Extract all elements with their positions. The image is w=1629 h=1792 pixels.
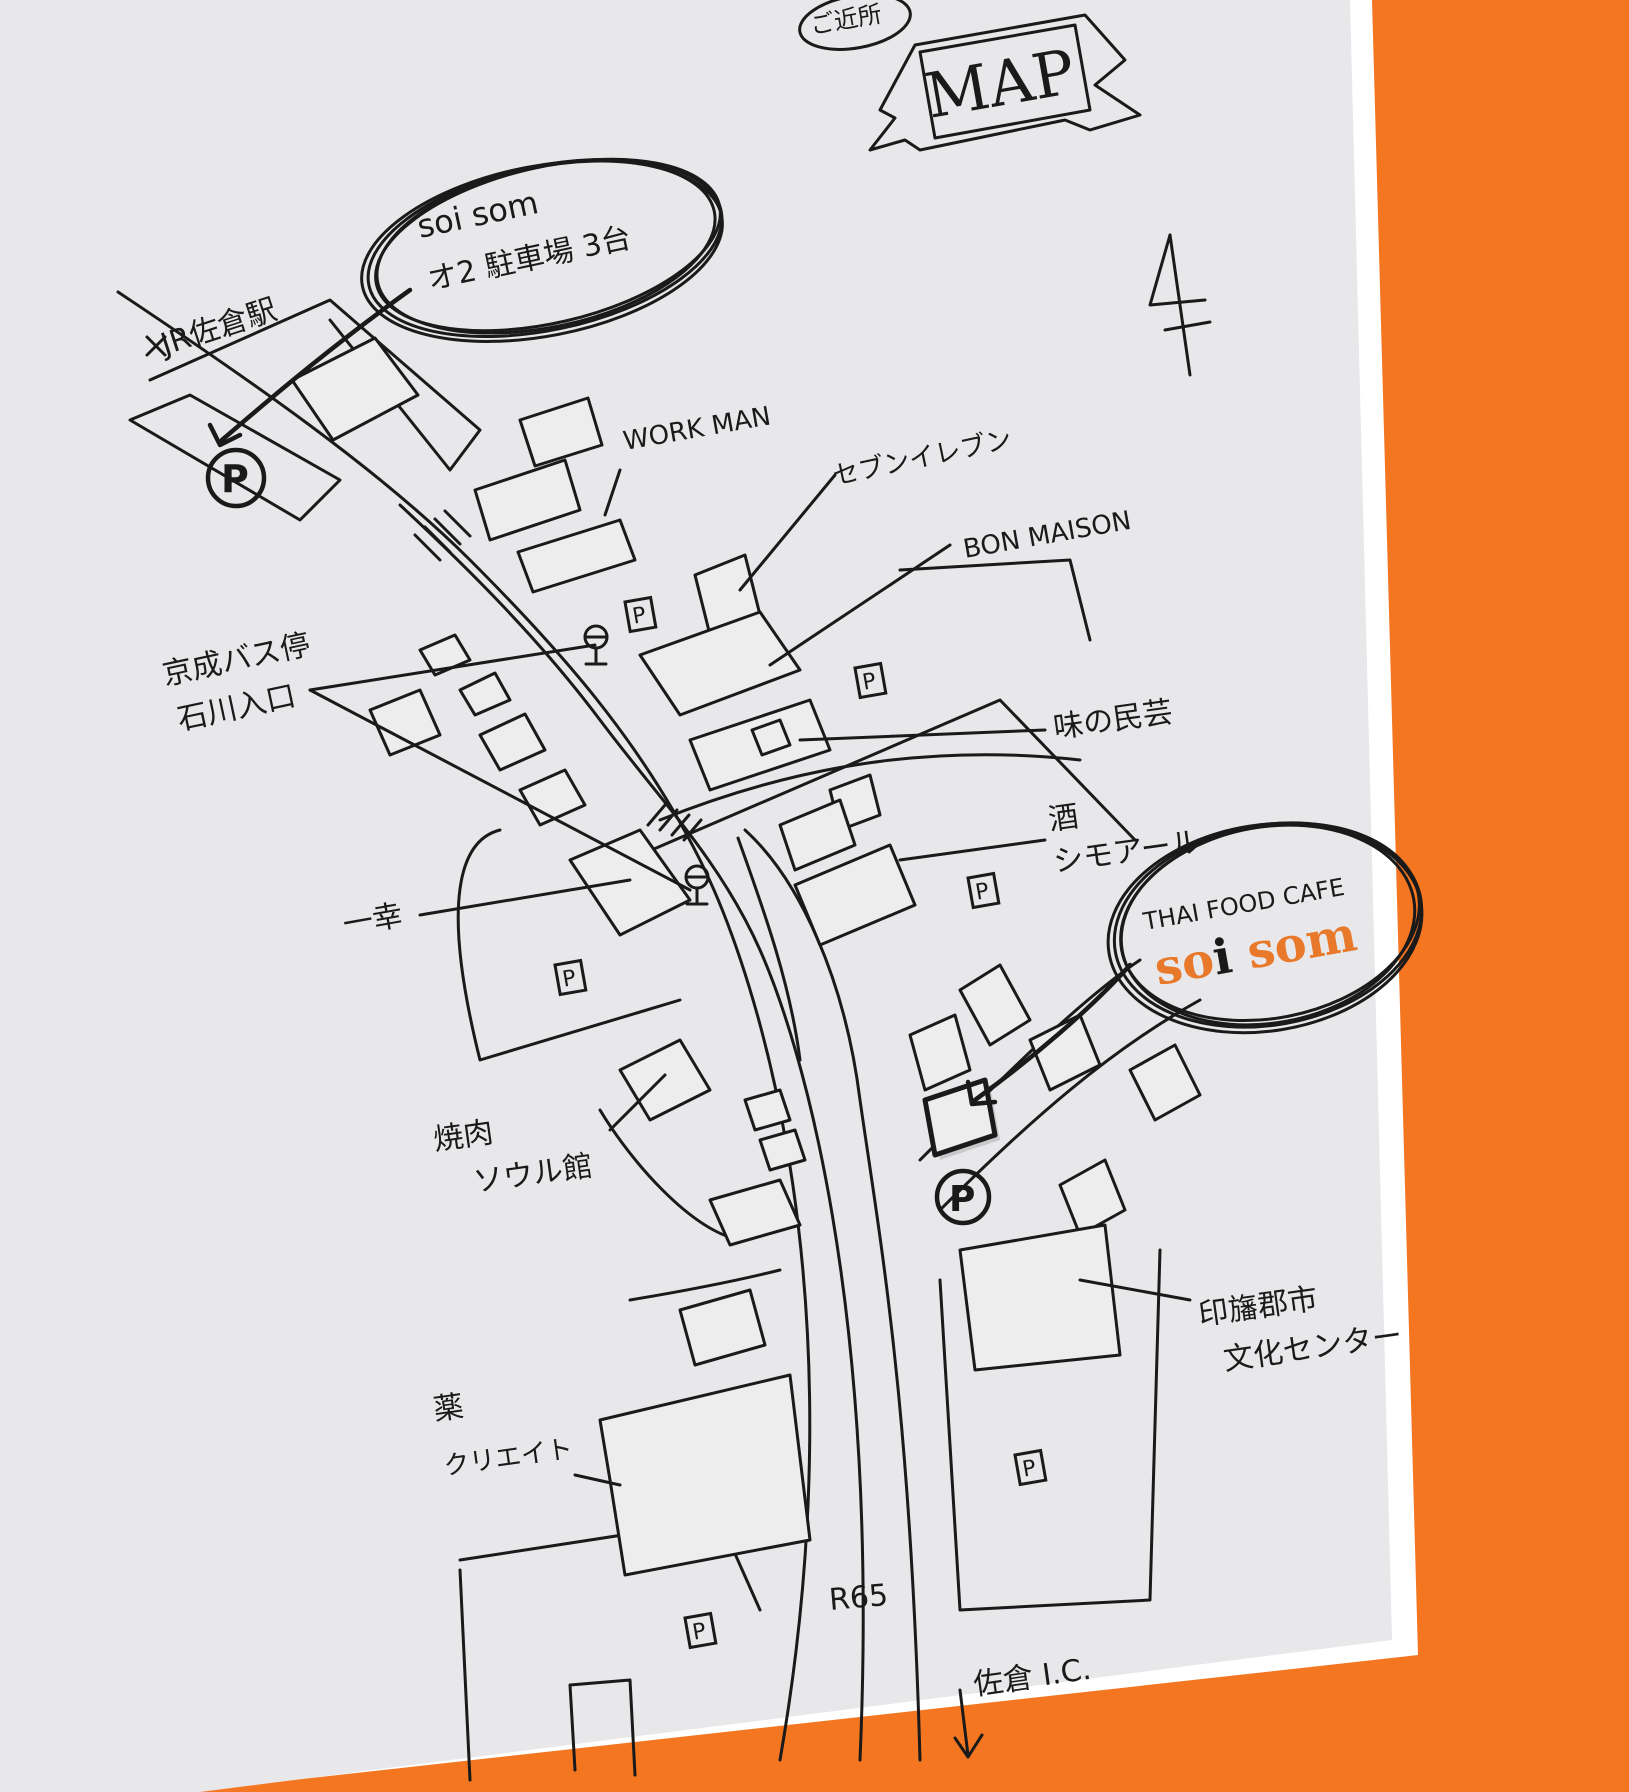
crosswalk-middle — [646, 803, 703, 842]
building-bon-maison — [638, 610, 802, 717]
buildings-sake — [778, 773, 917, 947]
building-drugstore — [598, 1373, 812, 1577]
south-east-road — [938, 1248, 1162, 1612]
parking-2-arrowhead — [207, 422, 243, 448]
building-ikko — [568, 828, 692, 937]
parking-mark-2: P — [853, 661, 888, 700]
building-station — [290, 336, 420, 442]
shop-name: soi som — [1150, 906, 1360, 997]
buildings-bus-stop-row — [368, 633, 587, 827]
east-road-edge — [898, 558, 1092, 642]
bus-stop-icon-1 — [583, 624, 609, 666]
station-road-2 — [148, 298, 482, 472]
ic-direction-arrow-icon — [953, 1688, 984, 1759]
crosswalk-north — [413, 509, 472, 562]
shop-arrowhead — [965, 1079, 998, 1107]
main-road-east-edge — [398, 503, 865, 1762]
svg-text:P: P — [861, 669, 878, 696]
label-yakiniku-1: 焼肉 — [431, 1115, 495, 1158]
callout-ellipse-shop — [1106, 821, 1424, 1035]
buildings-near-shop — [908, 963, 1202, 1237]
north-arrow-icon — [1148, 233, 1212, 377]
west-loop-road — [456, 828, 682, 1062]
main-road-west-edge — [116, 290, 812, 1762]
svg-text:P: P — [221, 457, 249, 501]
svg-text:P: P — [1021, 1456, 1038, 1483]
station-icon — [145, 335, 167, 357]
leader-lines — [308, 468, 1192, 1487]
connector-road-2 — [658, 753, 1082, 822]
parking-shop-icon: P — [934, 1168, 992, 1226]
building-ajinomingei — [688, 698, 832, 792]
svg-text:P: P — [691, 1619, 708, 1646]
parking-mark-6: P — [683, 1611, 718, 1650]
side-road-east-b — [736, 836, 802, 1062]
callout-ellipse-parking-2 — [360, 157, 724, 343]
svg-text:P: P — [631, 603, 648, 630]
shop-arrow — [972, 962, 1133, 1103]
parking-lot-2-icon: P — [205, 447, 267, 509]
south-west-road-2 — [458, 1568, 472, 1782]
label-route: R65 — [828, 1578, 890, 1618]
svg-text:P: P — [561, 966, 578, 993]
connector-road-1 — [638, 698, 1137, 857]
west-short-road — [628, 1268, 782, 1302]
side-road-east — [743, 828, 922, 1762]
building-bunka-center — [958, 1223, 1122, 1372]
parking-mark-3: P — [553, 958, 588, 997]
bus-stop-icon-2 — [684, 864, 710, 906]
building-workman — [473, 396, 637, 594]
building-south-west — [678, 1288, 767, 1367]
label-drug-1: 薬 — [431, 1389, 466, 1428]
label-sake-1: 酒 — [1046, 799, 1081, 838]
station-road — [128, 393, 342, 522]
parking-mark-4: P — [966, 871, 1001, 910]
parking-mark-5: P — [1013, 1448, 1048, 1487]
svg-text:P: P — [949, 1179, 975, 1220]
building-south-corner — [568, 1678, 637, 1777]
building-yakiniku — [618, 1038, 807, 1247]
parking-mark-1: P — [623, 595, 658, 634]
svg-text:P: P — [974, 879, 991, 906]
